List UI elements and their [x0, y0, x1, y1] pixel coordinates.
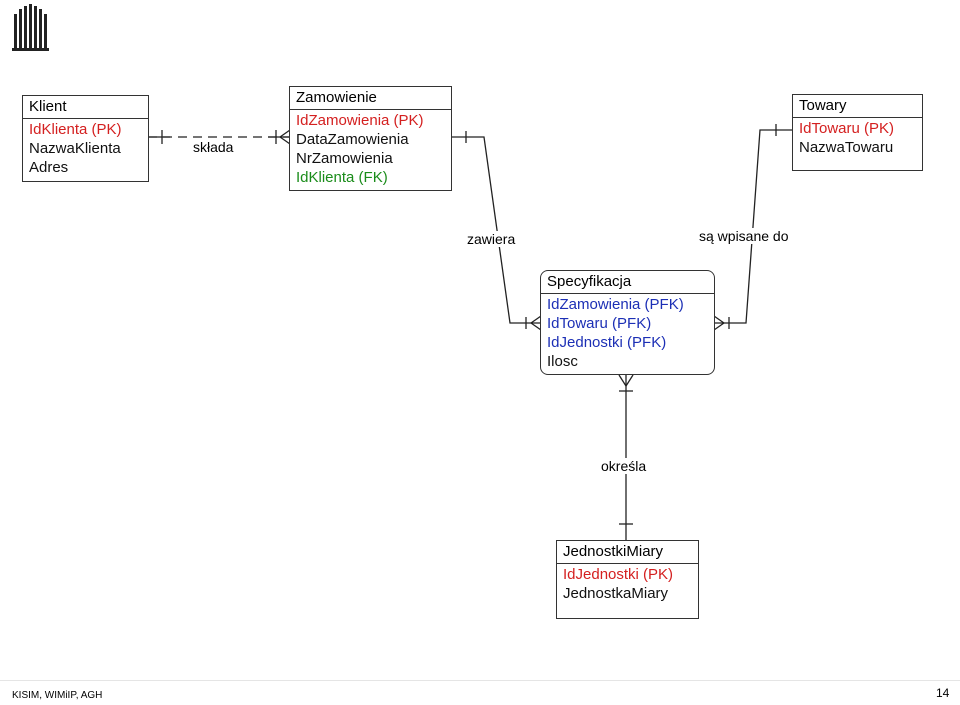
- entity-name: Towary: [793, 95, 922, 118]
- agh-logo-icon: [12, 4, 49, 51]
- entity-attributes: IdTowaru (PK) NazwaTowaru: [793, 118, 922, 159]
- entity-attribute: NazwaKlienta: [29, 140, 121, 157]
- entity-zamowienie[interactable]: Zamowienie IdZamowienia (PK) DataZamowien…: [289, 86, 452, 191]
- relationship-label-wpisane: są wpisane do: [698, 228, 790, 244]
- entity-attribute: IdJednostki (PK): [563, 566, 674, 583]
- entity-specyfikacja[interactable]: Specyfikacja IdZamowienia (PFK) IdTowaru …: [540, 270, 715, 375]
- relationship-label-sklada: składa: [192, 139, 235, 155]
- entity-attributes: IdJednostki (PK) JednostkaMiary: [557, 564, 698, 605]
- footer-divider: [0, 680, 960, 681]
- entity-jednostki-miary[interactable]: JednostkiMiary IdJednostki (PK) Jednostka…: [556, 540, 699, 619]
- entity-attribute: DataZamowienia: [296, 131, 409, 148]
- relationship-label-zawiera: zawiera: [466, 231, 517, 247]
- entity-attribute: IdZamowienia (PK): [296, 112, 424, 129]
- page-number: 14: [936, 686, 950, 700]
- link-klient-zamowienie: [148, 129, 291, 145]
- entity-attribute: IdKlienta (FK): [296, 169, 388, 186]
- link-zamowienie-specyfikacja: [451, 131, 542, 331]
- entity-attribute: Ilosc: [547, 353, 578, 370]
- footer-affiliation: KISIM, WIMiIP, AGH: [12, 690, 103, 701]
- entity-attribute: IdJednostki (PFK): [547, 334, 667, 351]
- entity-name: Klient: [23, 96, 148, 119]
- entity-name: Specyfikacja: [541, 271, 714, 294]
- entity-attribute: IdTowaru (PFK): [547, 315, 652, 332]
- entity-attribute: JednostkaMiary: [563, 585, 669, 602]
- relationship-label-okresla: określa: [600, 458, 648, 474]
- entity-towary[interactable]: Towary IdTowaru (PK) NazwaTowaru: [792, 94, 923, 171]
- entity-attribute: Adres: [29, 159, 69, 176]
- entity-attribute: IdZamowienia (PFK): [547, 296, 684, 313]
- entity-attribute: NazwaTowaru: [799, 139, 894, 156]
- entity-attribute: IdTowaru (PK): [799, 120, 895, 137]
- entity-name: Zamowienie: [290, 87, 451, 110]
- entity-name: JednostkiMiary: [557, 541, 698, 564]
- entity-attributes: IdZamowienia (PFK) IdTowaru (PFK) IdJednos…: [541, 294, 714, 373]
- link-towary-specyfikacja: [713, 124, 793, 331]
- entity-attribute: NrZamowienia: [296, 150, 393, 167]
- entity-attribute: IdKlienta (PK): [29, 121, 122, 138]
